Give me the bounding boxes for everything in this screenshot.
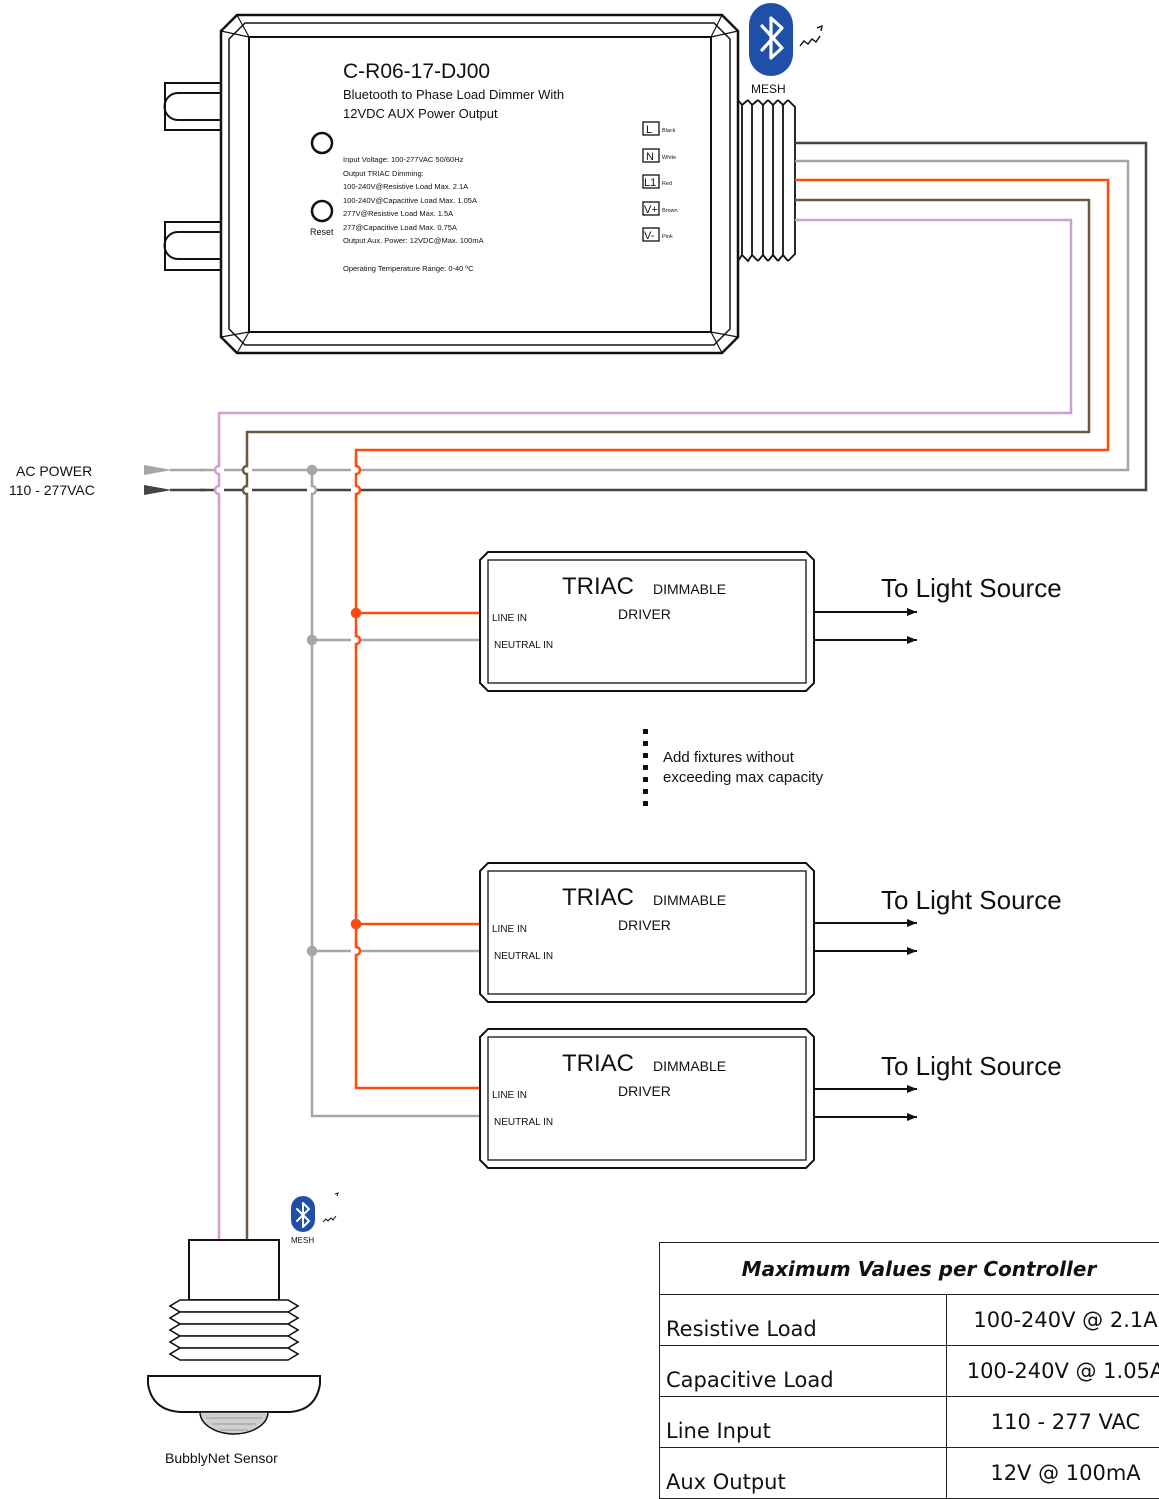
- wire-crossovers: [214, 458, 361, 961]
- ellipsis-dots: [643, 729, 648, 806]
- cable-gland: [738, 100, 795, 261]
- line-in-label: LINE IN: [492, 613, 527, 624]
- line-arrow-icon: [144, 485, 172, 495]
- ac-power-input: AC POWER 110 - 277VAC: [9, 463, 205, 498]
- neutral-in-label: NEUTRAL IN: [494, 640, 553, 651]
- controller-model: C-R06-17-DJ00: [343, 60, 490, 83]
- driver-title: TRIAC: [562, 1050, 634, 1077]
- line-in-label: LINE IN: [492, 1090, 527, 1101]
- ac-power-voltage: 110 - 277VAC: [9, 482, 95, 498]
- spec-line: Output Aux. Power: 12VDC@Max. 100mA: [343, 236, 484, 245]
- table-row: Aux Output 12V @ 100mA: [660, 1448, 1159, 1499]
- svg-text:White: White: [662, 155, 676, 161]
- driver-subtitle: DRIVER: [618, 1083, 671, 1099]
- neutral-arrow-icon: [144, 465, 172, 475]
- sensor-bluetooth-mesh-icon: MESH: [291, 1193, 338, 1245]
- bluetooth-mesh-icon: MESH: [749, 3, 822, 96]
- mounting-tab-top: [165, 83, 224, 130]
- spec-line: 100-240V@Resistive Load Max. 2.1A: [343, 182, 468, 191]
- spec-line: Input Voltage: 100-277VAC 50/60Hz: [343, 155, 464, 164]
- operating-temp: Operating Temperature Range: 0-40 ºC: [343, 264, 474, 273]
- svg-text:Red: Red: [662, 181, 672, 187]
- reset-label: Reset: [310, 227, 334, 237]
- spec-line: Output TRIAC Dimming:: [343, 169, 424, 178]
- ac-power-label: AC POWER: [16, 463, 92, 479]
- row-label: Resistive Load: [660, 1295, 947, 1346]
- add-fixtures-line2: exceeding max capacity: [663, 769, 824, 786]
- table-row: Capacitive Load 100-240V @ 1.05A: [660, 1346, 1159, 1397]
- controller-description-line1: Bluetooth to Phase Load Dimmer With: [343, 87, 564, 102]
- mounting-tab-bottom: [165, 222, 224, 270]
- neutral-in-label: NEUTRAL IN: [494, 951, 553, 962]
- driver-title: TRIAC: [562, 573, 634, 600]
- spec-line: 277V@Resistive Load Max. 1.5A: [343, 209, 453, 218]
- driver-title-small: DIMMABLE: [653, 1058, 726, 1074]
- driver-subtitle: DRIVER: [618, 606, 671, 622]
- spec-line: 277@Capacitive Load Max. 0.75A: [343, 223, 457, 232]
- row-label: Line Input: [660, 1397, 947, 1448]
- svg-text:Pink: Pink: [662, 234, 673, 240]
- sensor-label: BubblyNet Sensor: [165, 1450, 278, 1466]
- driver-title-small: DIMMABLE: [653, 581, 726, 597]
- table-row: Resistive Load 100-240V @ 2.1A: [660, 1295, 1159, 1346]
- row-value: 100-240V @ 1.05A: [947, 1346, 1159, 1397]
- controller-unit: C-R06-17-DJ00 Bluetooth to Phase Load Di…: [165, 3, 823, 353]
- max-values-table: Maximum Values per Controller Resistive …: [659, 1242, 1159, 1499]
- svg-text:Brown: Brown: [662, 208, 678, 214]
- mesh-label: MESH: [751, 82, 786, 96]
- neutral-in-label: NEUTRAL IN: [494, 1117, 553, 1128]
- driver-3: TRIAC DIMMABLE DRIVER LINE IN NEUTRAL IN…: [480, 1029, 1062, 1168]
- svg-text:V+: V+: [644, 204, 658, 216]
- row-value: 100-240V @ 2.1A: [947, 1295, 1159, 1346]
- svg-text:L1: L1: [644, 177, 656, 189]
- spec-line: 100-240V@Capacitive Load Max. 1.05A: [343, 196, 477, 205]
- svg-text:L: L: [646, 124, 652, 136]
- add-fixtures-note: Add fixtures without exceeding max capac…: [643, 729, 824, 806]
- reset-button[interactable]: [312, 201, 332, 221]
- row-value: 12V @ 100mA: [947, 1448, 1159, 1499]
- add-fixtures-line1: Add fixtures without: [663, 749, 795, 766]
- controller-description-line2: 12VDC AUX Power Output: [343, 106, 498, 121]
- svg-text:V-: V-: [644, 230, 655, 242]
- driver-title: TRIAC: [562, 884, 634, 911]
- row-value: 110 - 277 VAC: [947, 1397, 1159, 1448]
- svg-text:N: N: [646, 151, 654, 163]
- to-light-source-label: To Light Source: [881, 573, 1062, 603]
- table-title: Maximum Values per Controller: [660, 1243, 1159, 1295]
- to-light-source-label: To Light Source: [881, 1051, 1062, 1081]
- table-header-row: Maximum Values per Controller: [660, 1243, 1159, 1295]
- driver-2: TRIAC DIMMABLE DRIVER LINE IN NEUTRAL IN…: [480, 863, 1062, 1002]
- table-row: Line Input 110 - 277 VAC: [660, 1397, 1159, 1448]
- neutral-bus: [308, 466, 480, 1116]
- bubblynet-sensor: BubblyNet Sensor MESH: [148, 1193, 338, 1466]
- driver-subtitle: DRIVER: [618, 917, 671, 933]
- row-label: Aux Output: [660, 1448, 947, 1499]
- driver-1: TRIAC DIMMABLE DRIVER LINE IN NEUTRAL IN…: [480, 552, 1062, 691]
- line-in-label: LINE IN: [492, 924, 527, 935]
- sensor-mesh-label: MESH: [291, 1236, 314, 1245]
- to-light-source-label: To Light Source: [881, 885, 1062, 915]
- svg-text:Black: Black: [662, 128, 676, 134]
- line-taps: [352, 609, 480, 928]
- status-led: [312, 133, 332, 153]
- driver-title-small: DIMMABLE: [653, 892, 726, 908]
- row-label: Capacitive Load: [660, 1346, 947, 1397]
